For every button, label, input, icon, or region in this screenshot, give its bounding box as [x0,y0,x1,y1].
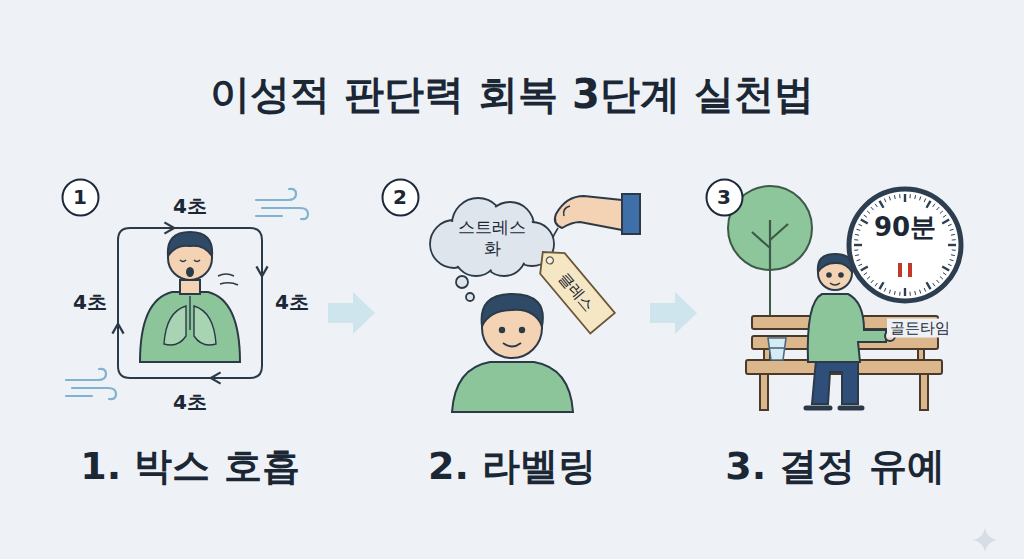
thought-cloud: 스트레스 화 [430,198,554,278]
water-glass [768,338,786,360]
step-number-text: 1 [73,185,87,210]
wind-swirl [66,189,308,399]
step-caption: 3. 결정 유예 [725,441,944,492]
labeling-person [452,294,573,412]
thought-cloud-text: 스트레스 화 [452,217,532,260]
duration-label: 4초 [73,289,107,316]
box-breathing-cycle [118,228,262,378]
clock-text: 90분 [874,211,936,244]
duration-label: 4초 [173,193,207,220]
breathing-person [140,232,240,362]
duration-label: 4초 [173,389,207,416]
golden-time-label: 골든타임 [887,319,953,338]
step-number: 3 [705,178,744,217]
step-caption: 2. 라벨링 [428,441,596,492]
step-number: 2 [381,178,420,217]
title: 이성적 판단력 회복 3단계 실천법 [210,67,814,122]
step-number-text: 3 [717,185,731,210]
sparkle-watermark [973,528,997,552]
duration-label: 4초 [275,289,309,316]
hand [548,194,640,256]
step-caption: 1. 박스 호흡 [80,441,299,492]
clock-outline [846,186,964,304]
step-number-text: 2 [393,185,407,210]
step-number: 1 [61,178,100,217]
thought-bubbles [456,276,474,301]
clock: 90분 [846,186,964,304]
label-tag: 클레스 [529,240,617,335]
